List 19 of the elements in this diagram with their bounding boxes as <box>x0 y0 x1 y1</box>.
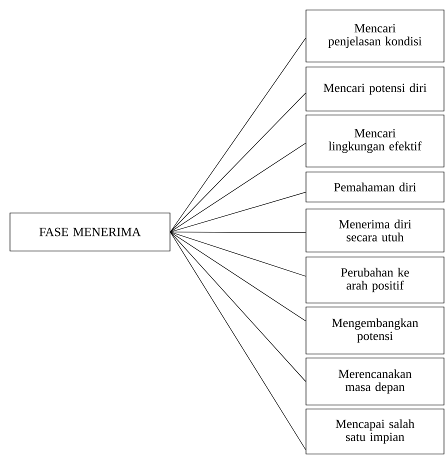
connector-line <box>170 232 306 382</box>
step-box: Mencari penjelasan kondisi <box>306 10 444 62</box>
step-box: Menerima diri secara utuh <box>306 208 444 252</box>
phase-box: FASE MENERIMA <box>10 212 170 252</box>
step-box: Mencari potensi diri <box>306 66 444 112</box>
connector-line <box>170 232 306 233</box>
connector-line <box>170 232 306 322</box>
connector-line <box>170 92 306 232</box>
connector-line <box>170 232 306 450</box>
connector-line <box>170 232 306 277</box>
step-box: Merencanakan masa depan <box>306 358 444 406</box>
connector-line <box>170 38 306 232</box>
step-box: Pemahaman diri <box>306 172 444 202</box>
step-box: Mengembangkan potensi <box>306 306 444 354</box>
connector-line <box>170 192 306 232</box>
step-box: Perubahan ke arah positif <box>306 256 444 304</box>
step-box: Mencapai salah satu impian <box>306 408 444 454</box>
step-box: Mencari lingkungan efektif <box>306 114 444 168</box>
connector-line <box>170 142 306 232</box>
